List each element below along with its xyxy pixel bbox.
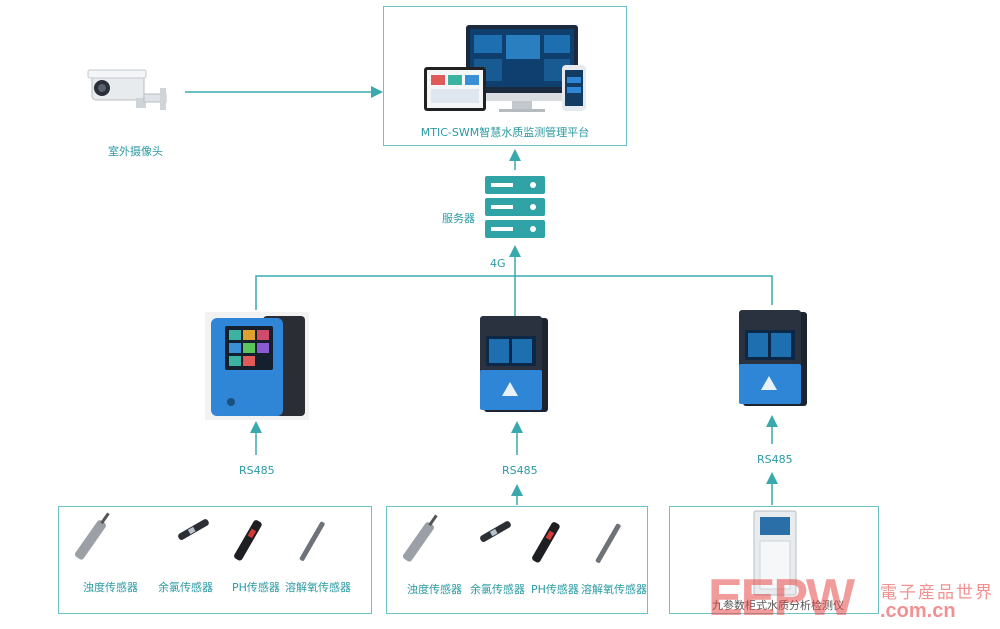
eepw-watermark-cn: 電子産品世界	[880, 583, 994, 603]
rs485-label-left: RS485	[239, 464, 275, 477]
right-cabinet-device	[737, 308, 809, 406]
right-analyzer-group: 九参数柜式水质分析检测仪	[669, 506, 879, 614]
rs485-label-middle: RS485	[502, 464, 538, 477]
left-sensor-ph: PH传感器	[232, 581, 280, 594]
eepw-watermark-logo: EEPW	[708, 569, 855, 627]
left-sensor-group: 浊度传感器 余氯传感器 PH传感器 溶解氧传感器	[58, 506, 372, 614]
devices-illustration	[424, 25, 586, 112]
analyzer-cabinet-icon	[753, 510, 797, 596]
eepw-watermark-url: .com.cn	[880, 600, 956, 622]
middle-sensor-ph: PH传感器	[531, 583, 579, 596]
middle-sensor-group: 浊度传感器 余氯传感器 PH传感器 溶解氧传感器	[386, 506, 648, 614]
platform-box: MTIC-SWM智慧水质监测管理平台	[383, 6, 627, 146]
uplink-bus	[255, 275, 773, 310]
left-sensor-chlorine: 余氯传感器	[158, 581, 213, 594]
middle-sensor-chlorine: 余氯传感器	[470, 583, 525, 596]
left-sensor-do: 溶解氧传感器	[285, 581, 351, 594]
middle-cabinet-device	[478, 314, 550, 412]
middle-sensor-icons	[402, 514, 621, 563]
middle-sensor-turbidity: 浊度传感器	[407, 583, 462, 596]
server-label: 服务器	[442, 212, 475, 225]
left-sensor-turbidity: 浊度传感器	[83, 581, 138, 594]
camera-label: 室外摄像头	[108, 145, 163, 158]
rs485-label-right: RS485	[757, 453, 793, 466]
link-4g-label: 4G	[490, 257, 506, 270]
middle-sensor-do: 溶解氧传感器	[581, 583, 647, 596]
platform-label: MTIC-SWM智慧水质监测管理平台	[420, 126, 590, 139]
left-terminal-device	[205, 312, 309, 420]
analyzer-label: 九参数柜式水质分析检测仪	[712, 599, 844, 612]
left-sensor-icons	[74, 512, 325, 561]
